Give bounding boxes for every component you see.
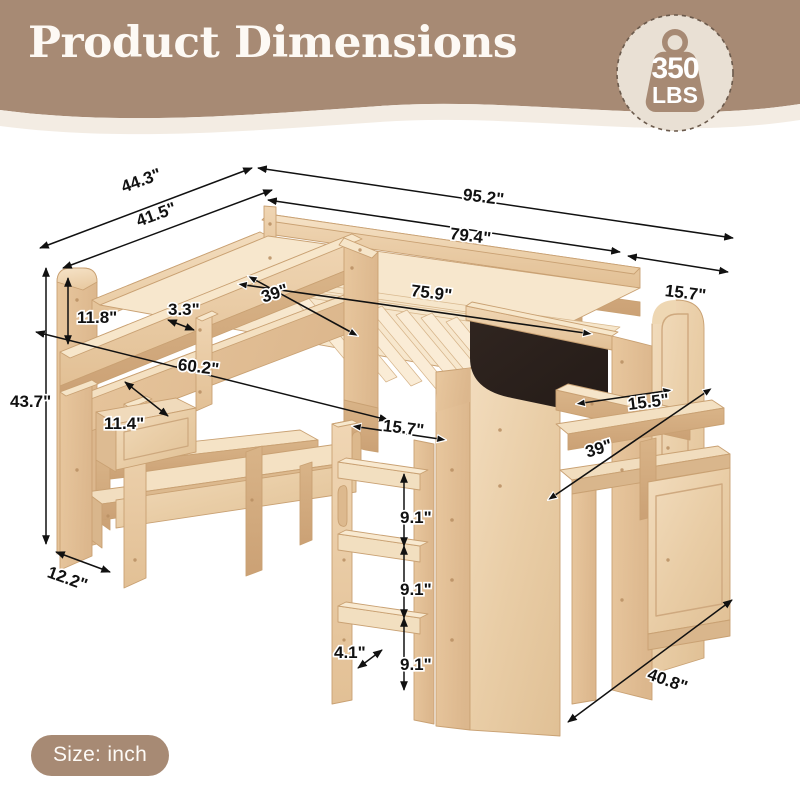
dimension-label-ladder-rung-depth: 4.1"	[332, 641, 367, 663]
weight-badge-value: 350	[651, 52, 699, 85]
weight-capacity-badge: 350 LBS	[614, 12, 736, 134]
page-title: Product Dimensions	[28, 18, 518, 68]
dimension-label-guard-rail-thickness: 3.3"	[166, 298, 201, 320]
dimension-label-total-height: 43.7"	[8, 390, 52, 412]
dimension-label-guard-rail-height: 11.8"	[75, 306, 118, 328]
dimension-label-desk-depth-diagonal: 11.4"	[102, 412, 145, 434]
dimension-label-ladder-rung-gap-2: 9.1"	[398, 578, 433, 600]
weight-badge-graphic	[616, 14, 734, 132]
unit-note-badge: Size: inch	[31, 735, 170, 776]
dimension-label-ladder-rung-gap-1: 9.1"	[398, 506, 433, 528]
weight-badge-unit: LBS	[652, 82, 698, 108]
dimension-label-ladder-rung-gap-3: 9.1"	[398, 653, 433, 675]
